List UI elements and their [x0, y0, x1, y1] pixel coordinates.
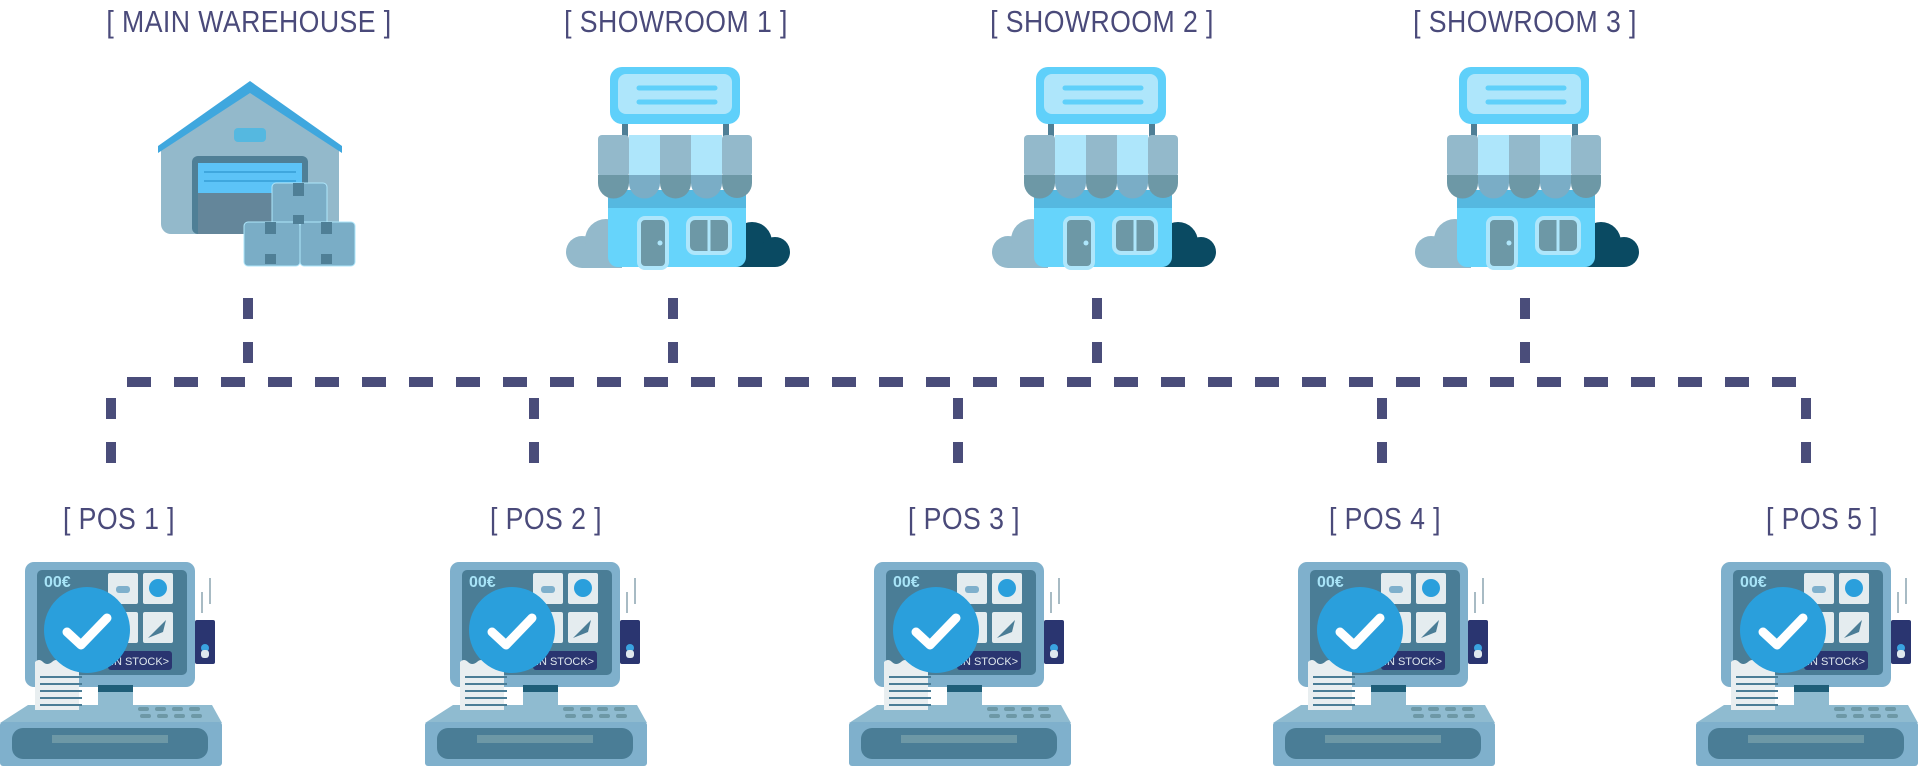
- cash-register-icon: 00€ IN STOCK>: [849, 540, 1089, 767]
- in-stock-button: IN STOCK>: [1384, 656, 1442, 668]
- pos-terminal-2: 00€ IN STOCK>: [425, 540, 665, 772]
- cash-register-icon: 00€ IN STOCK>: [0, 540, 240, 767]
- cash-register-icon: 00€ IN STOCK>: [425, 540, 665, 767]
- storefront-icon: [966, 50, 1226, 280]
- pos-amount: 00€: [469, 574, 496, 591]
- warehouse-icon: [158, 81, 356, 267]
- pos-label-2: [ POS 2 ]: [489, 501, 603, 536]
- cash-register-icon: 00€ IN STOCK>: [1696, 540, 1920, 767]
- pos-terminal-1: 00€ IN STOCK>: [0, 540, 240, 772]
- checkmark-icon: [893, 587, 979, 673]
- checkmark-icon: [1740, 587, 1826, 673]
- checkmark-icon: [44, 587, 130, 673]
- location-label-showroom-3: [ SHOWROOM 3 ]: [1413, 4, 1637, 39]
- pos-amount: 00€: [1317, 574, 1344, 591]
- storefront-icon: [1389, 50, 1649, 280]
- in-stock-button: IN STOCK>: [1807, 656, 1865, 668]
- pos-terminal-4: 00€ IN STOCK>: [1273, 540, 1513, 772]
- pos-amount: 00€: [1740, 574, 1767, 591]
- pos-amount: 00€: [893, 574, 920, 591]
- checkmark-icon: [469, 587, 555, 673]
- location-label-main-warehouse: [ MAIN WAREHOUSE ]: [106, 4, 392, 39]
- pos-amount: 00€: [44, 574, 71, 591]
- pos-label-3: [ POS 3 ]: [907, 501, 1021, 536]
- location-label-showroom-1: [ SHOWROOM 1 ]: [564, 4, 788, 39]
- storefront-icon: [540, 50, 800, 280]
- in-stock-button: IN STOCK>: [111, 656, 169, 668]
- pos-terminal-3: 00€ IN STOCK>: [849, 540, 1089, 772]
- in-stock-button: IN STOCK>: [960, 656, 1018, 668]
- pos-terminal-5: 00€ IN STOCK>: [1696, 540, 1920, 772]
- cash-register-icon: 00€ IN STOCK>: [1273, 540, 1513, 767]
- in-stock-button: IN STOCK>: [536, 656, 594, 668]
- pos-label-5: [ POS 5 ]: [1765, 501, 1879, 536]
- location-label-showroom-2: [ SHOWROOM 2 ]: [990, 4, 1214, 39]
- checkmark-icon: [1317, 587, 1403, 673]
- pos-label-1: [ POS 1 ]: [62, 501, 176, 536]
- pos-label-4: [ POS 4 ]: [1328, 501, 1442, 536]
